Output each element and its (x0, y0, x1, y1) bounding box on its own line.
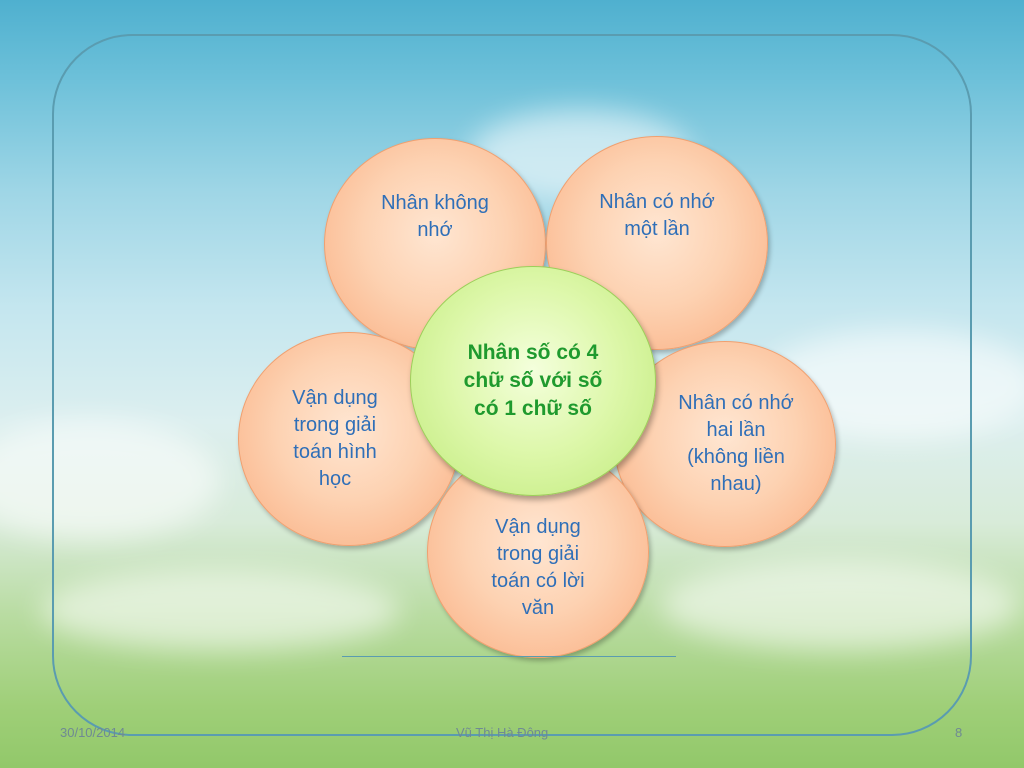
center-circle: Nhân số có 4 chữ số với số có 1 chữ số (410, 266, 656, 496)
petal-left-label: Vận dụng trong giải toán hình học (292, 387, 378, 490)
petal-right-label: Nhân có nhớ hai lần (không liền nhau) (678, 392, 794, 495)
center-label: Nhân số có 4 chữ số với số có 1 chữ số (463, 341, 603, 420)
petal-top-right-label: Nhân có nhớ một lần (599, 191, 715, 240)
footer-date: 30/10/2014 (60, 725, 126, 740)
footer-page-number: 8 (955, 725, 963, 740)
petal-top-left-label: Nhân không nhớ (381, 192, 489, 241)
slide-frame (52, 34, 972, 736)
title-underline (342, 656, 676, 657)
petal-bottom-label: Vận dụng trong giải toán có lời văn (491, 516, 585, 619)
footer-author: Vũ Thị Hà Đông (456, 725, 549, 740)
background-cloud (660, 560, 1020, 650)
background-cloud (40, 570, 400, 650)
background-cloud (0, 420, 220, 540)
